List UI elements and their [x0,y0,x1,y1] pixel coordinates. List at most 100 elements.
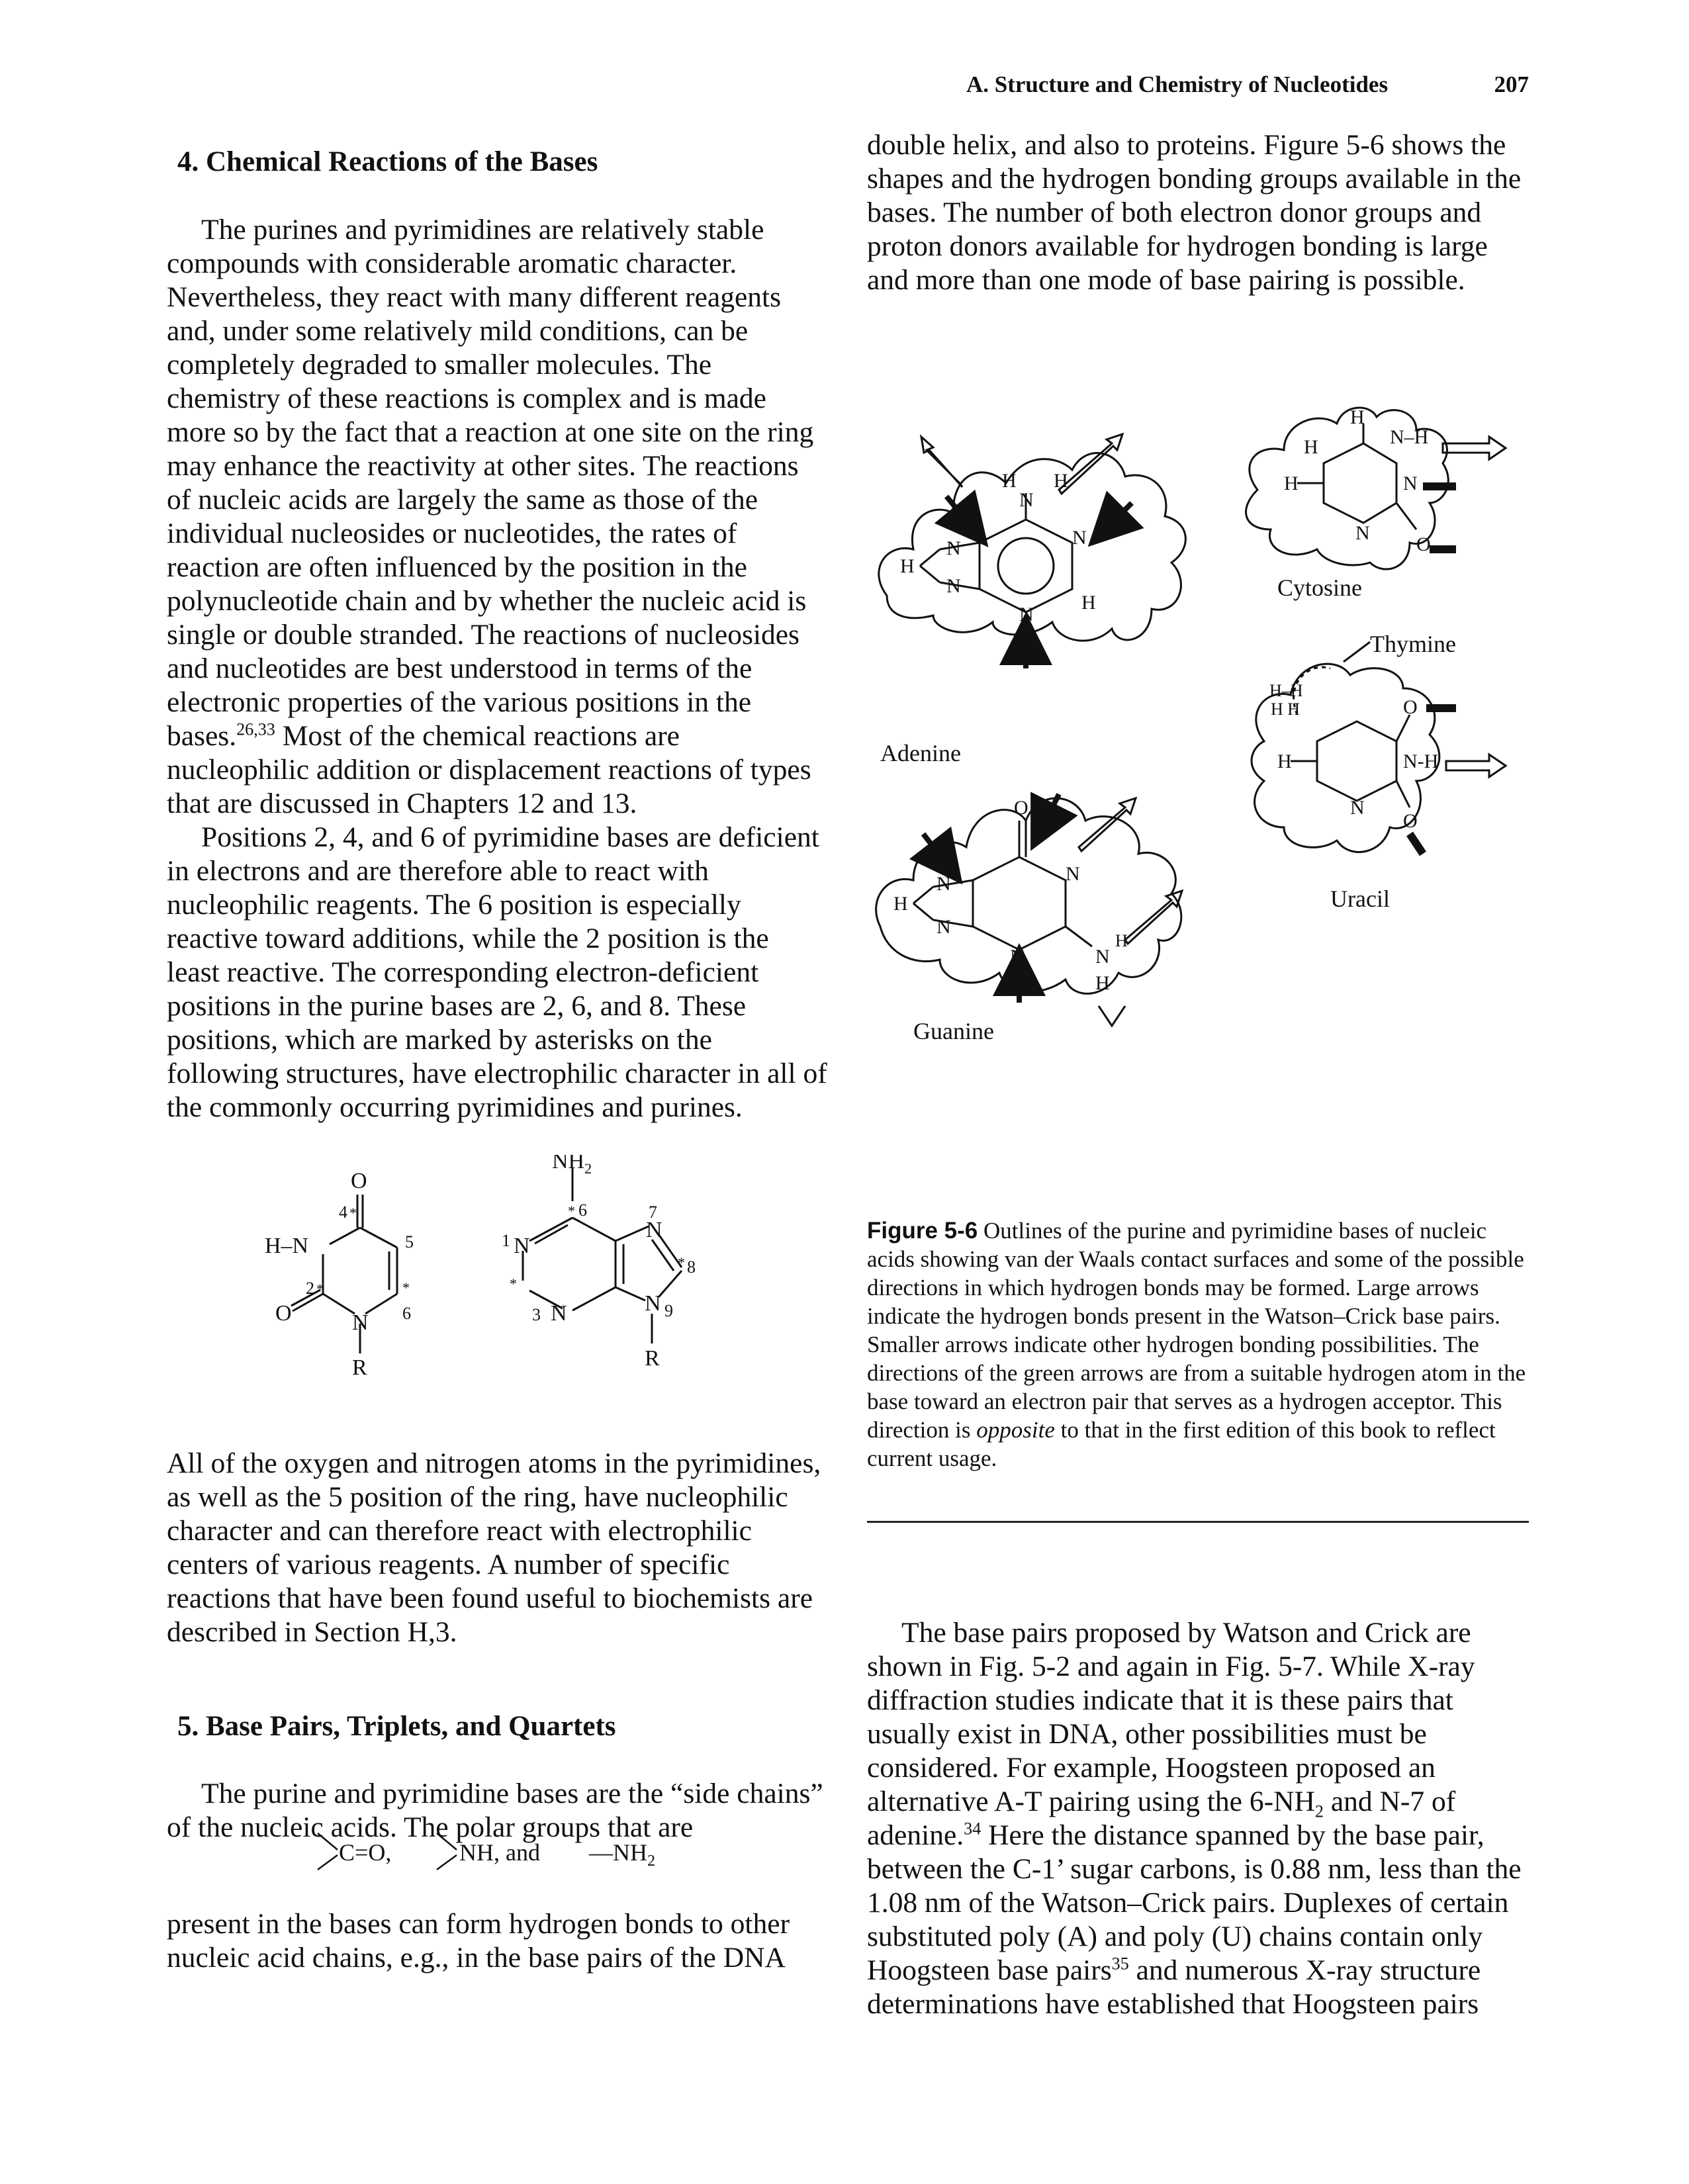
pur-pos-1: 1 [502,1231,510,1250]
thymine-uracil-vdw-outline [1250,662,1441,853]
guanine-nh-label: N [1066,863,1080,885]
cytosine-o-label: O [1416,533,1431,555]
uracil-o-label-2: O [1403,810,1418,832]
section5-paragraph-2: present in the bases can form hydrogen b… [167,1908,790,1974]
pur-pos-7: 7 [649,1203,657,1222]
uracil-nh-label: N-H [1403,751,1438,772]
rc-bottom-text-b: and N-7 of adenine. [867,1786,1456,1851]
thymine-methyl-label-2: H H [1271,700,1300,719]
section5-paragraph-1-block: The purine and pyrimidine bases are the … [167,1777,829,1844]
pur-nh2-label: NH2 [552,1155,592,1177]
pyr-pos-4: 4 [339,1203,347,1222]
pyr-oxygen2-label: O [275,1301,292,1326]
guanine-n3-label: N [1010,946,1025,968]
figure-caption-text-a: Outlines of the purine and pyrimidine ba… [867,1218,1526,1443]
guanine-o-label: O [1014,797,1028,819]
pur-n7-label: N [646,1218,662,1242]
pur-pos-9: 9 [664,1301,673,1320]
guanine-n-label: N [1095,946,1110,968]
figure-caption-emphasis: opposite [976,1417,1055,1443]
pur-pos-3: 3 [532,1305,541,1324]
cytosine-vdw-outline [1245,406,1449,570]
section4-para1-text-b: Most of the chemical reactions are nucle… [167,720,811,819]
pur-star-6: * [568,1203,575,1219]
guanine-h-label-2: H [1115,931,1128,950]
pyr-r-label: R [352,1355,367,1380]
page-number: 207 [1494,71,1529,97]
adenine-n-label-3: N [1072,527,1087,549]
right-column-bottom-block: The base pairs proposed by Watson and Cr… [867,1616,1529,2021]
polar-groups-formula: C=O, NH, and —NH2 [317,1833,655,1871]
right-column-paragraph-top: double helix, and also to proteins. Figu… [867,129,1522,296]
pur-star-2: * [510,1275,517,1292]
guanine-h-label-3: H [1095,972,1110,994]
section5-paragraph-2-block: present in the bases can form hydrogen b… [167,1907,829,1975]
caption-divider-rule [867,1521,1529,1523]
rc-bottom-text-a: The base pairs proposed by Watson and Cr… [867,1617,1475,1817]
pur-pos-6: 6 [578,1201,587,1220]
formula-carbonyl: C=O, [339,1839,391,1866]
citation-superscript: 26,33 [236,719,275,739]
adenine-n-label-4: N [946,575,961,597]
section-heading-5: 5. Base Pairs, Triplets, and Quartets [177,1711,616,1742]
section4-paragraph-2: Positions 2, 4, and 6 of pyrimidine base… [167,821,827,1123]
cytosine-h-label-3: H [1284,473,1299,494]
pyr-pos-5: 5 [405,1232,414,1251]
pur-r-label: R [645,1346,660,1371]
cytosine-label: Cytosine [1277,574,1362,601]
pyr-pos-2: 2 [306,1279,314,1298]
section5-paragraph-1: The purine and pyrimidine bases are the … [167,1778,823,1843]
numbering-structures: O H–N N R O 4 * 5 2 * 6 * NH2 1 N 6 * 7 … [265,1155,696,1380]
figure-caption-text-b: to that in the first edition of this boo… [867,1417,1496,1471]
pyr-hn-label: H–N [265,1234,308,1258]
guanine-label: Guanine [913,1018,994,1044]
running-head-title: A. Structure and Chemistry of Nucleotide… [966,71,1389,97]
figure-caption-label: Figure 5-6 [867,1218,978,1244]
cytosine-h-label: H [1304,436,1318,458]
rc-bottom-text-d: and numerous X-ray structure determinati… [867,1954,1481,2020]
pyr-star-4: * [349,1205,357,1221]
right-column-top-block: double helix, and also to proteins. Figu… [867,128,1529,297]
rc-bottom-text-c: Here the distance spanned by the base pa… [867,1819,1522,1986]
rc-bottom-subscript: 2 [1314,1801,1324,1821]
adenine-rings [919,493,1073,614]
uracil-label: Uracil [1330,886,1390,912]
adenine-h-label: H [1002,470,1017,492]
uracil-h-label: H [1277,751,1292,772]
pur-n3-label: N [551,1301,567,1326]
thymine-label: Thymine [1370,631,1456,657]
cytosine-n-label-2: N [1403,473,1418,494]
guanine-n7-label: N [936,873,951,895]
figure-caption: Figure 5-6 Outlines of the purine and py… [867,1216,1529,1473]
cytosine-ring [1297,424,1418,530]
guanine-h-label: H [893,893,908,915]
cytosine-n-label-3: N [1355,522,1370,544]
section4-paragraph-3-block: All of the oxygen and nitrogen atoms in … [167,1447,829,1649]
pur-pos-8: 8 [687,1257,696,1277]
cytosine-h-label-2: H [1350,406,1365,428]
uracil-n-label: N [1350,797,1365,819]
right-column-paragraph-bottom: The base pairs proposed by Watson and Cr… [867,1616,1529,2021]
cytosine-n-label: N–H [1390,426,1428,448]
formula-nh2: —NH2 [588,1839,655,1870]
adenine-n-label-2: N [946,537,961,559]
citation-superscript-34: 34 [964,1819,981,1839]
running-head: A. Structure and Chemistry of Nucleotide… [966,71,1529,105]
figure-5-6-base-outlines: H H N N N H N N H Adenine H H N–H H N N … [875,406,1508,1044]
section4-text-block: The purines and pyrimidines are relative… [167,213,829,1124]
citation-superscript-35: 35 [1111,1954,1129,1974]
thymine-methyl-label: H–H [1269,681,1303,700]
pyr-n1-label: N [352,1310,369,1335]
adenine-n-label: N [1019,489,1034,511]
adenine-label: Adenine [880,740,961,766]
adenine-h-label-4: H [1081,592,1096,614]
adenine-h-label-3: H [900,555,915,577]
pyr-pos-6: 6 [402,1304,411,1323]
formula-nh: NH, and [459,1839,540,1866]
section4-paragraph-3: All of the oxygen and nitrogen atoms in … [167,1447,821,1648]
uracil-ring [1291,714,1411,808]
pur-n9-label: N [645,1291,661,1316]
uracil-o-label: O [1403,696,1418,718]
adenine-n-label-5: N [1019,604,1034,625]
guanine-n9-label: N [936,916,951,938]
